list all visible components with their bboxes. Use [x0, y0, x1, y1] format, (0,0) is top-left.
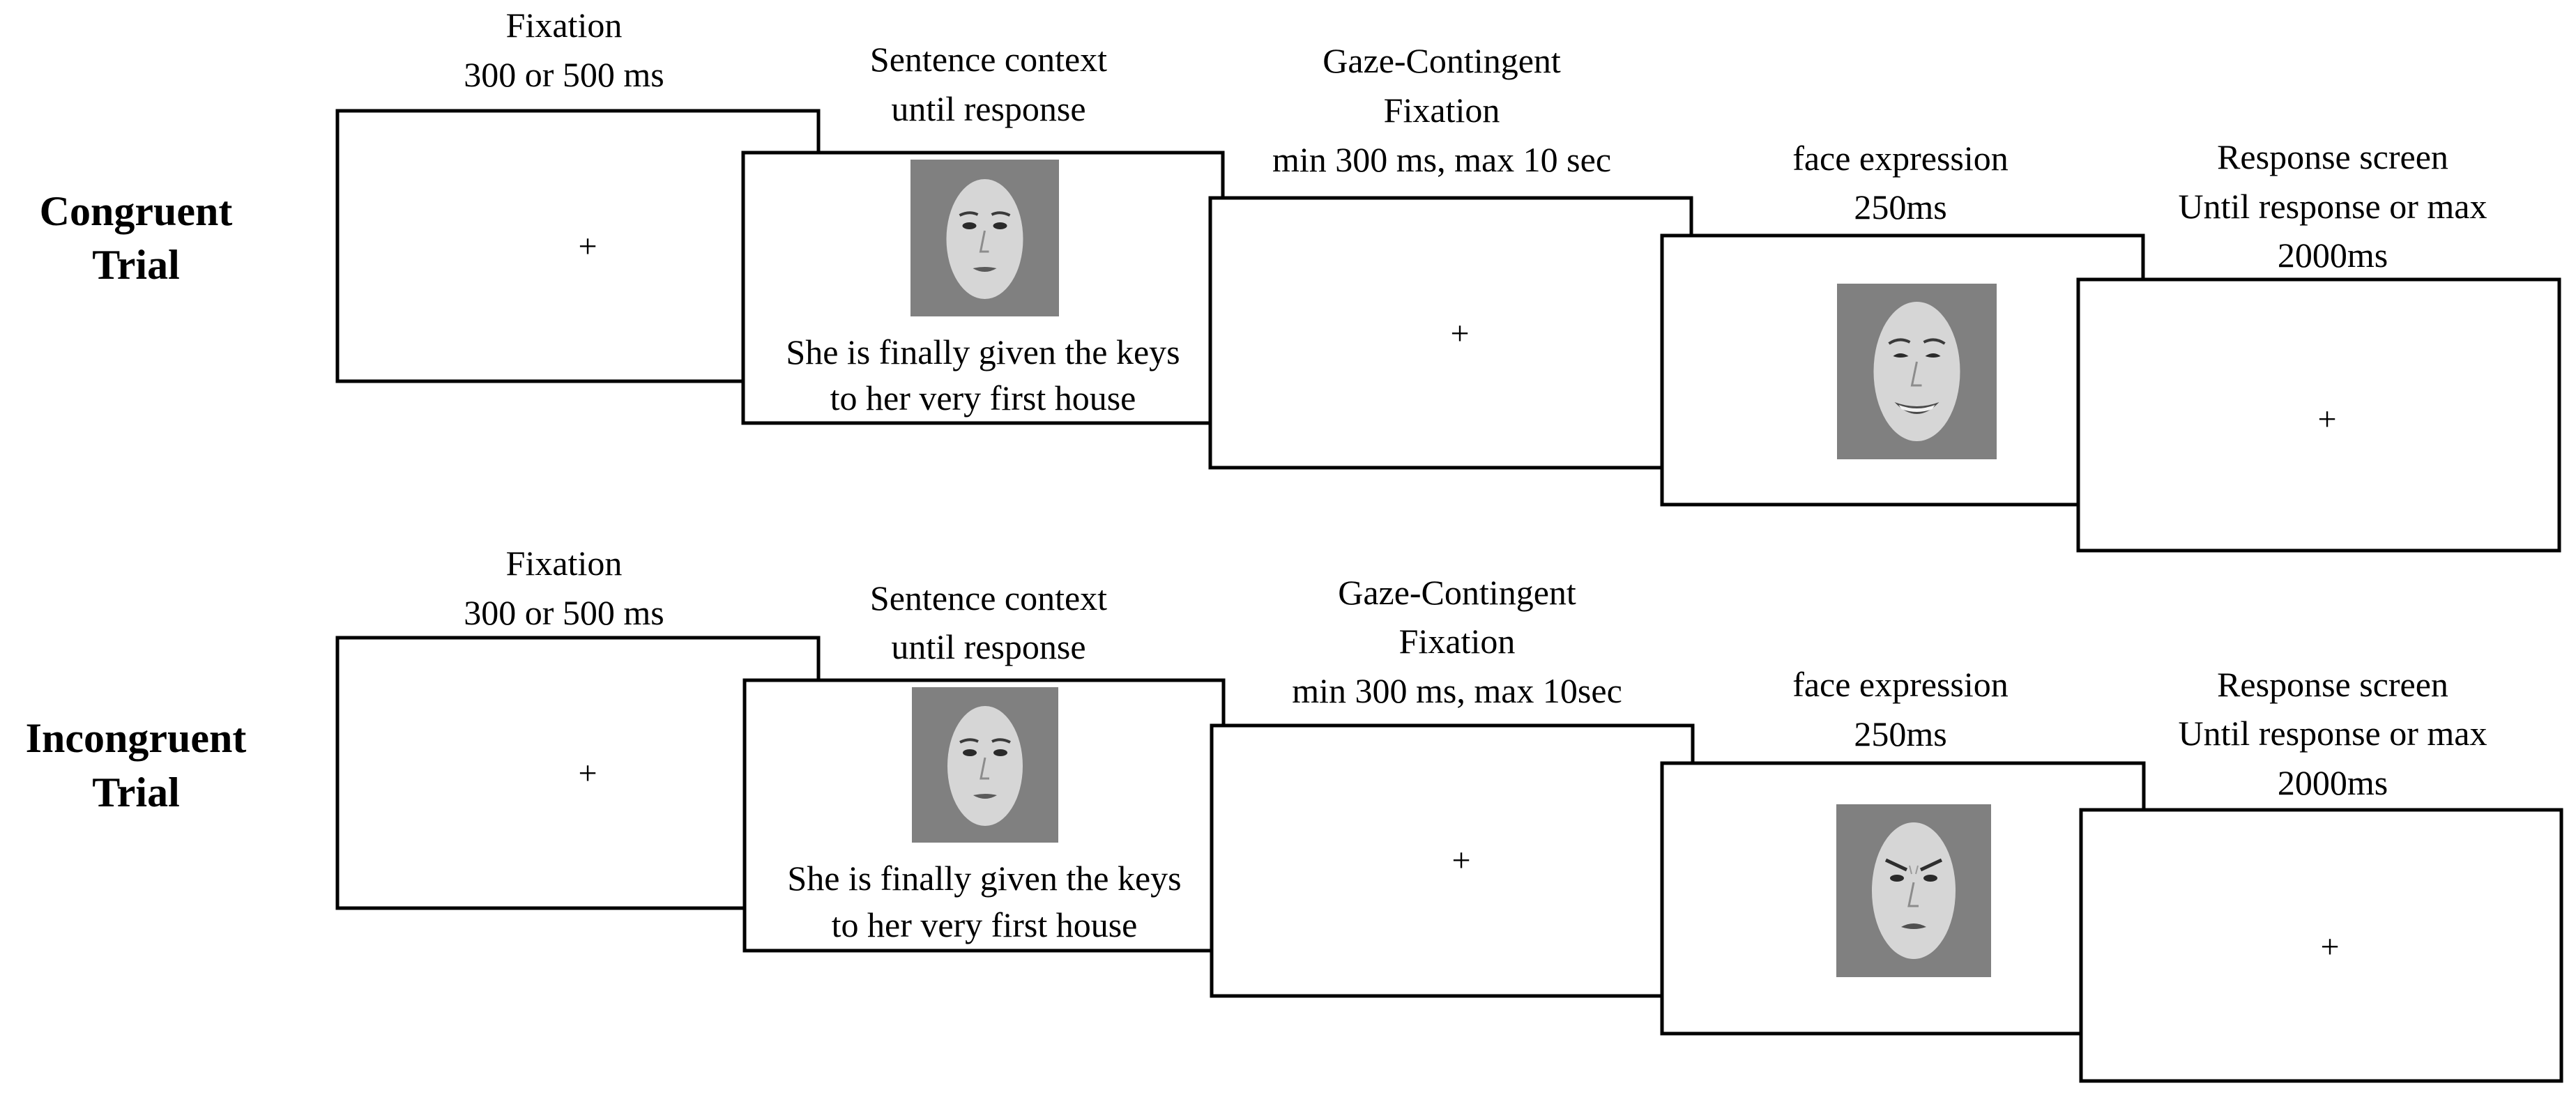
left-eye [963, 749, 977, 756]
screen-label-line-1: face expression [1792, 665, 2009, 704]
right-brow [991, 211, 1011, 217]
screen-label-line-1: Response screen [2217, 137, 2448, 176]
screen-response: Response screen Until response or max 20… [2076, 137, 2561, 553]
screen-sentence-context: Sentence context until response She is f… [742, 578, 1226, 953]
left-brow [1884, 858, 1908, 872]
fixation-cross: + [578, 228, 597, 265]
right-eye [1923, 875, 1937, 882]
teeth [1898, 405, 1935, 412]
left-brow [1888, 338, 1911, 345]
screen-label-line-3: 2000ms [2278, 763, 2388, 802]
screen-frame [2079, 808, 2563, 1083]
congruent-trial: Congruent Trial Fixation 300 or 500 ms +… [40, 6, 2561, 553]
screen-face-expression: face expression 250ms [1660, 665, 2146, 1036]
screen-fixation: Fixation 300 or 500 ms + [335, 6, 821, 383]
screen-label-line-2: until response [891, 89, 1085, 128]
mouth [973, 267, 997, 272]
left-eye [962, 222, 977, 229]
right-brow [991, 738, 1011, 744]
screen-label-line-2: 300 or 500 ms [464, 55, 664, 94]
face-skin [947, 706, 1023, 826]
screen-gaze-contingent-fixation: Gaze-Contingent Fixation min 300 ms, max… [1208, 41, 1693, 470]
screen-label-line-1: face expression [1792, 139, 2009, 178]
right-eye [993, 222, 1007, 229]
screen-label-line-2: Until response or max [2179, 187, 2487, 226]
left-brow [959, 211, 979, 217]
right-brow [1923, 338, 1946, 345]
screen-frame [335, 109, 821, 383]
fixation-cross: + [578, 755, 597, 792]
fixation-cross: + [2320, 928, 2339, 965]
face-skin [1873, 302, 1960, 441]
screen-label-line-1: Fixation [506, 6, 623, 45]
screen-label-line-2: 250ms [1854, 714, 1946, 753]
nose [1907, 882, 1919, 907]
screen-label-line-2: 250ms [1854, 187, 1946, 227]
face-photo-neutral [910, 160, 1059, 316]
right-eye [993, 749, 1007, 756]
mouth [973, 794, 997, 799]
screen-fixation: Fixation 300 or 500 ms + [335, 544, 821, 910]
sentence-line-2: to her very first house [832, 905, 1138, 944]
screen-label-line-2: 300 or 500 ms [464, 593, 664, 632]
face-skin [1872, 822, 1956, 959]
face-skin [946, 179, 1023, 299]
sentence-line-2: to her very first house [830, 378, 1136, 417]
frown-lines [1909, 865, 1919, 875]
nose [979, 230, 989, 253]
fixation-cross: + [1450, 315, 1469, 352]
screen-label-line-3: min 300 ms, max 10 sec [1272, 140, 1611, 179]
screen-response: Response screen Until response or max 20… [2079, 665, 2563, 1083]
fixation-cross: + [1451, 842, 1470, 879]
screen-sentence-context: Sentence context until response She is f… [741, 40, 1225, 425]
screen-frame [335, 636, 821, 910]
nose [1910, 361, 1922, 387]
face-photo-angry [1836, 804, 1991, 977]
screen-label-line-3: 2000ms [2278, 236, 2388, 275]
screen-label-line-1: Response screen [2217, 665, 2448, 704]
screen-label-line-1: Gaze-Contingent [1323, 41, 1561, 80]
right-brow [1919, 858, 1943, 872]
sentence-line-1: She is finally given the keys [786, 332, 1180, 371]
left-eye [1890, 875, 1904, 882]
left-eye [1893, 353, 1909, 358]
screen-label-line-1: Sentence context [870, 578, 1107, 617]
mouth [1894, 402, 1939, 414]
face-photo-neutral [912, 687, 1058, 843]
nose [980, 757, 989, 780]
incongruent-trial: Incongruent Trial Fixation 300 or 500 ms… [26, 544, 2563, 1083]
screen-label-line-2: Until response or max [2179, 714, 2487, 753]
face-photo-happy [1837, 284, 1997, 459]
screen-frame [2076, 277, 2561, 553]
screen-face-expression: face expression 250ms [1660, 139, 2145, 507]
screen-label-line-1: Fixation [506, 544, 623, 583]
left-brow [959, 738, 979, 744]
fixation-cross: + [2317, 401, 2336, 438]
screen-label-line-1: Sentence context [870, 40, 1107, 79]
screen-label-line-3: min 300 ms, max 10sec [1292, 671, 1622, 710]
right-eye [1925, 353, 1941, 358]
screen-label-line-2: Fixation [1384, 91, 1500, 130]
screen-label-line-1: Gaze-Contingent [1338, 573, 1576, 612]
screen-label-line-2: Fixation [1399, 622, 1516, 661]
sentence-line-1: She is finally given the keys [787, 859, 1181, 898]
trial-label-line-2: Trial [92, 769, 180, 815]
screen-label-line-2: until response [891, 627, 1085, 666]
mouth [1901, 923, 1926, 929]
trial-label-line-2: Trial [92, 242, 180, 288]
screen-frame [1210, 723, 1695, 998]
screen-gaze-contingent-fixation: Gaze-Contingent Fixation min 300 ms, max… [1210, 573, 1695, 998]
trial-label-line-1: Congruent [40, 188, 233, 234]
trial-label-line-1: Incongruent [26, 715, 247, 761]
